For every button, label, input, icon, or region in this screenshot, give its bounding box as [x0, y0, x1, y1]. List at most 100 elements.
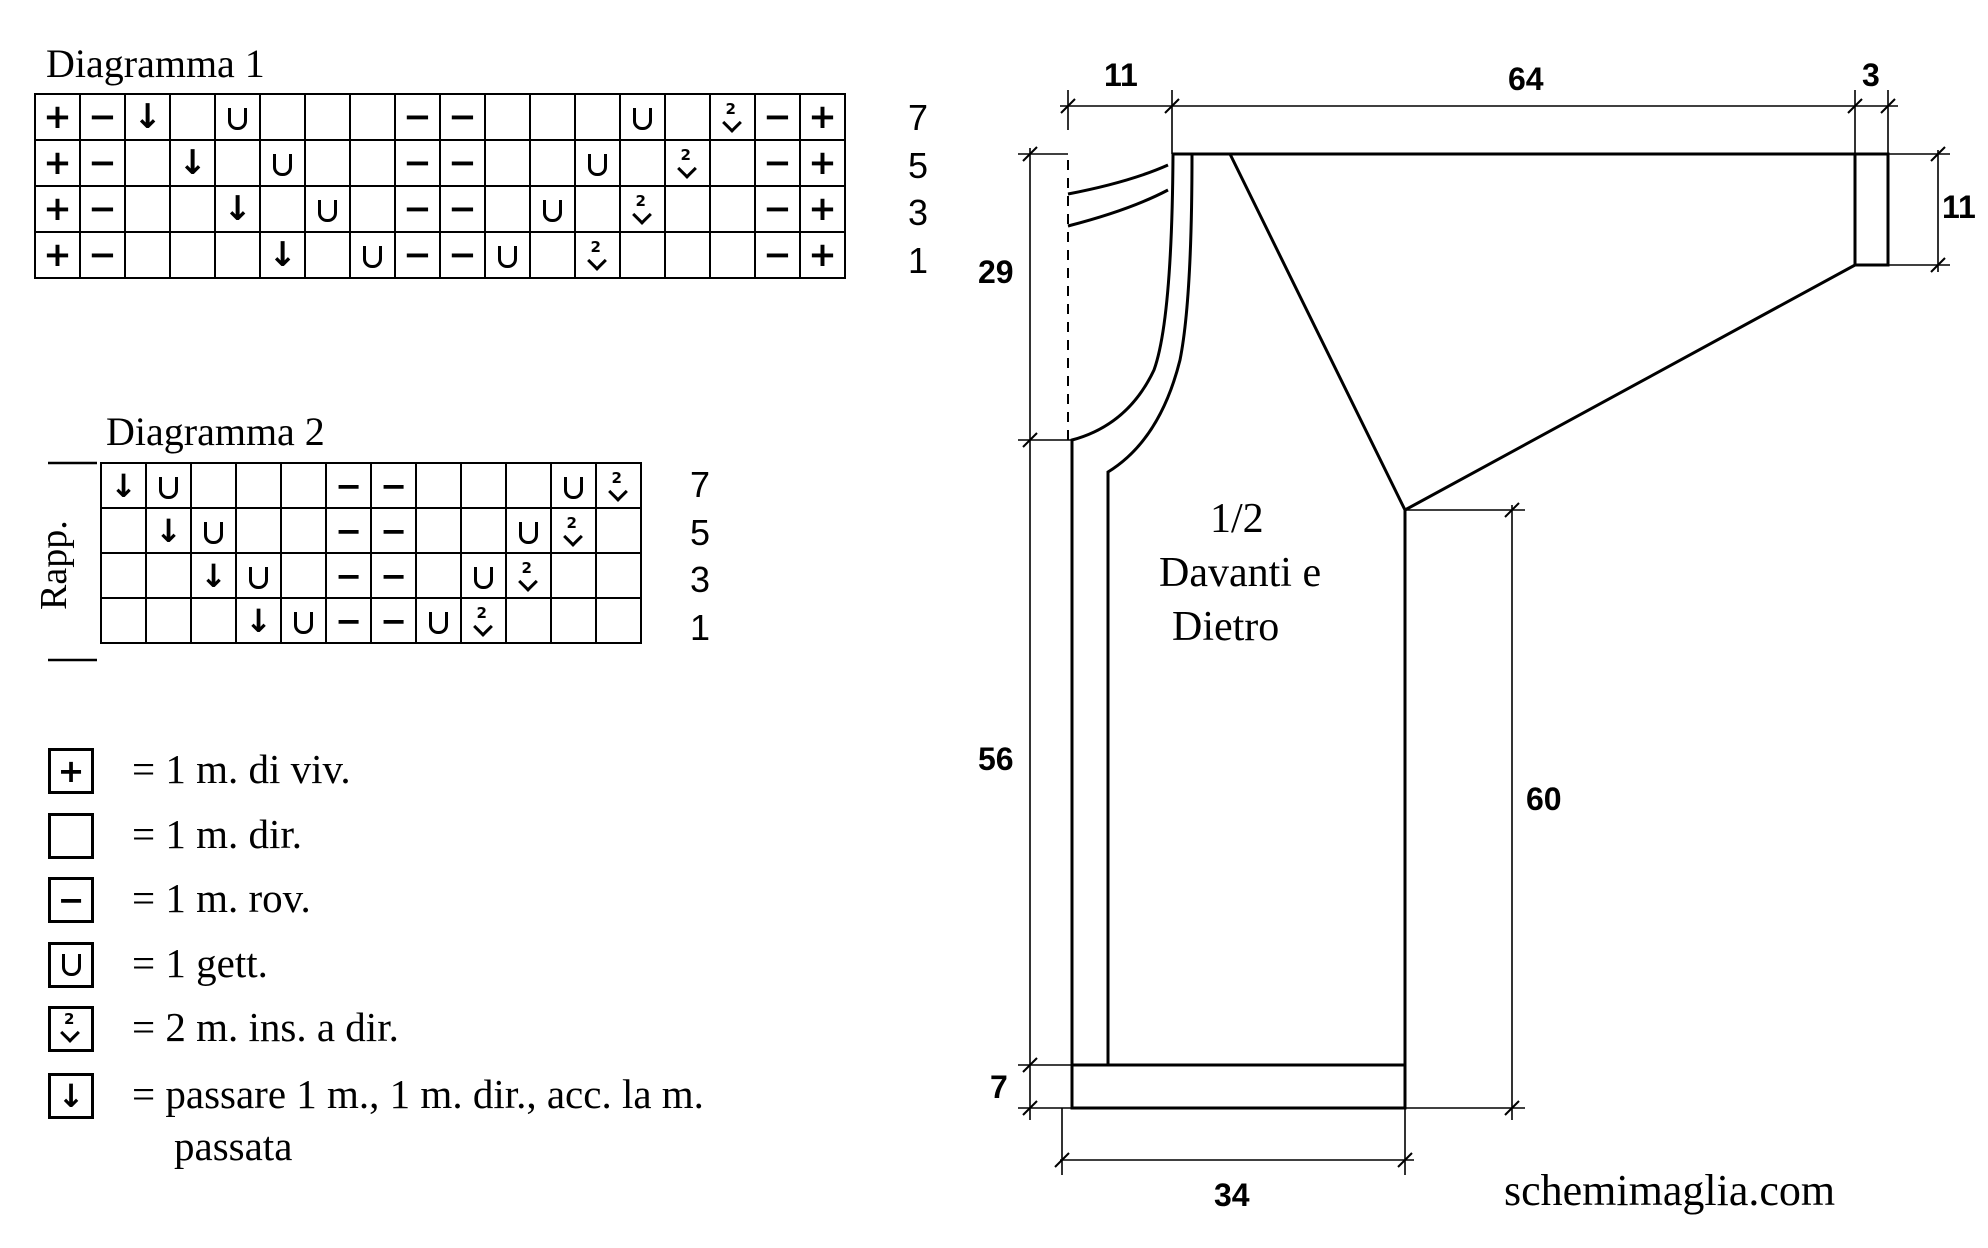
knit-two-together-icon: 2: [709, 93, 756, 141]
yarn-over-icon: [235, 552, 282, 599]
empty-cell: [100, 552, 147, 599]
neckband-edge: [1106, 153, 1194, 1065]
minus-icon: −: [754, 139, 801, 187]
empty-cell: [505, 462, 552, 509]
grid-row: ↓−−2: [100, 507, 642, 554]
knit-two-together-icon: 2: [574, 231, 621, 279]
minus-icon: −: [394, 139, 441, 187]
knit-two-together-icon: 2: [664, 139, 711, 187]
empty-cell: [484, 185, 531, 233]
minus-icon: −: [325, 597, 372, 644]
empty-cell: [190, 462, 237, 509]
diagram1-title: Diagramma 1: [46, 41, 265, 86]
empty-cell: [124, 185, 171, 233]
empty-cell: [529, 139, 576, 187]
empty-cell: [619, 231, 666, 279]
empty-cell: [280, 462, 327, 509]
row-number: 7: [690, 464, 711, 505]
yarn-over-icon: [259, 139, 306, 187]
empty-cell: [484, 139, 531, 187]
dim-cuff-depth: 3: [1862, 57, 1880, 93]
dim-half-width: 34: [1214, 1177, 1250, 1213]
legend-text: = 2 m. ins. a dir.: [132, 1004, 399, 1050]
dim-cuff-height: 11: [1942, 189, 1976, 225]
knit-two-together-icon: 2: [460, 597, 507, 644]
empty-cell: [664, 93, 711, 141]
empty-cell: [145, 597, 192, 644]
yarn-over-icon: [574, 139, 621, 187]
minus-icon: −: [394, 93, 441, 141]
selvedge-plus-icon: +: [34, 93, 81, 141]
down-arrow-icon: ↓: [214, 185, 261, 233]
empty-cell: [304, 93, 351, 141]
yarn-over-icon: [529, 185, 576, 233]
empty-cell: [595, 552, 642, 599]
legend-text: = 1 m. rov.: [132, 875, 311, 921]
empty-cell: [190, 597, 237, 644]
knit-two-together-icon: 2: [595, 462, 642, 509]
empty-cell: [415, 462, 462, 509]
yarn-over-icon: [484, 231, 531, 279]
piece-label-back: Dietro: [1172, 604, 1279, 650]
dim-body-length: 60: [1526, 781, 1562, 817]
minus-icon: −: [48, 877, 94, 923]
down-arrow-icon: ↓: [259, 231, 306, 279]
empty-cell: [484, 93, 531, 141]
minus-icon: −: [394, 231, 441, 279]
row-number: 5: [690, 511, 711, 553]
empty-cell: [235, 462, 282, 509]
minus-icon: −: [370, 597, 417, 644]
empty-cell: [664, 185, 711, 233]
empty-cell: [280, 507, 327, 554]
dim-neck-width: 11: [1104, 57, 1138, 93]
empty-cell: [709, 185, 756, 233]
empty-cell: [415, 552, 462, 599]
legend-text: = passare 1 m., 1 m. dir., acc. la m.: [132, 1071, 704, 1117]
empty-cell: [214, 139, 261, 187]
dim-raglan-depth: 29: [978, 254, 1014, 290]
empty-cell: [505, 597, 552, 644]
dim-sleeve-length: 64: [1508, 61, 1544, 97]
selvedge-plus-icon: +: [34, 185, 81, 233]
row-number: 1: [690, 606, 711, 648]
piece-label-front: Davanti e: [1159, 550, 1321, 596]
neck-back-curve: [1067, 188, 1169, 228]
watermark: schemimaglia.com: [1504, 1166, 1836, 1215]
minus-icon: −: [79, 231, 126, 279]
down-arrow-icon: ↓: [124, 93, 171, 141]
neck-front-curve: [1067, 163, 1169, 196]
legend-text: = 1 m. dir.: [132, 811, 303, 857]
row-number: 3: [908, 192, 929, 233]
down-arrow-icon: ↓: [48, 1073, 94, 1119]
selvedge-plus-icon: +: [34, 139, 81, 187]
grid-row: +−↓−−2−+: [34, 185, 846, 233]
yarn-over-icon: [190, 507, 237, 554]
yarn-over-icon: [550, 462, 597, 509]
diagram1-grid: +−↓−−2−++−↓−−2−++−↓−−2−++−↓−−2−+: [34, 93, 846, 279]
yarn-over-icon: [280, 597, 327, 644]
selvedge-plus-icon: +: [799, 231, 846, 279]
diagram2-grid: ↓−−2↓−−2↓−−2↓−−2: [100, 462, 642, 644]
empty-cell: [349, 185, 396, 233]
empty-cell: [100, 597, 147, 644]
minus-icon: −: [754, 93, 801, 141]
down-arrow-icon: ↓: [169, 139, 216, 187]
empty-cell: [529, 231, 576, 279]
yarn-over-icon: [619, 93, 666, 141]
grid-row: ↓−−2: [100, 462, 642, 509]
empty-cell: [709, 231, 756, 279]
empty-cell: [595, 507, 642, 554]
minus-icon: −: [439, 93, 486, 141]
empty-cell: [595, 597, 642, 644]
row-number: 1: [908, 239, 929, 281]
empty-cell: [169, 185, 216, 233]
knit-two-together-icon: 2: [505, 552, 552, 599]
knit-two-together-icon: 2: [619, 185, 666, 233]
minus-icon: −: [439, 139, 486, 187]
minus-icon: −: [370, 507, 417, 554]
selvedge-plus-icon: +: [799, 139, 846, 187]
row-number: 5: [908, 144, 929, 186]
minus-icon: −: [754, 185, 801, 233]
empty-cell: [169, 93, 216, 141]
